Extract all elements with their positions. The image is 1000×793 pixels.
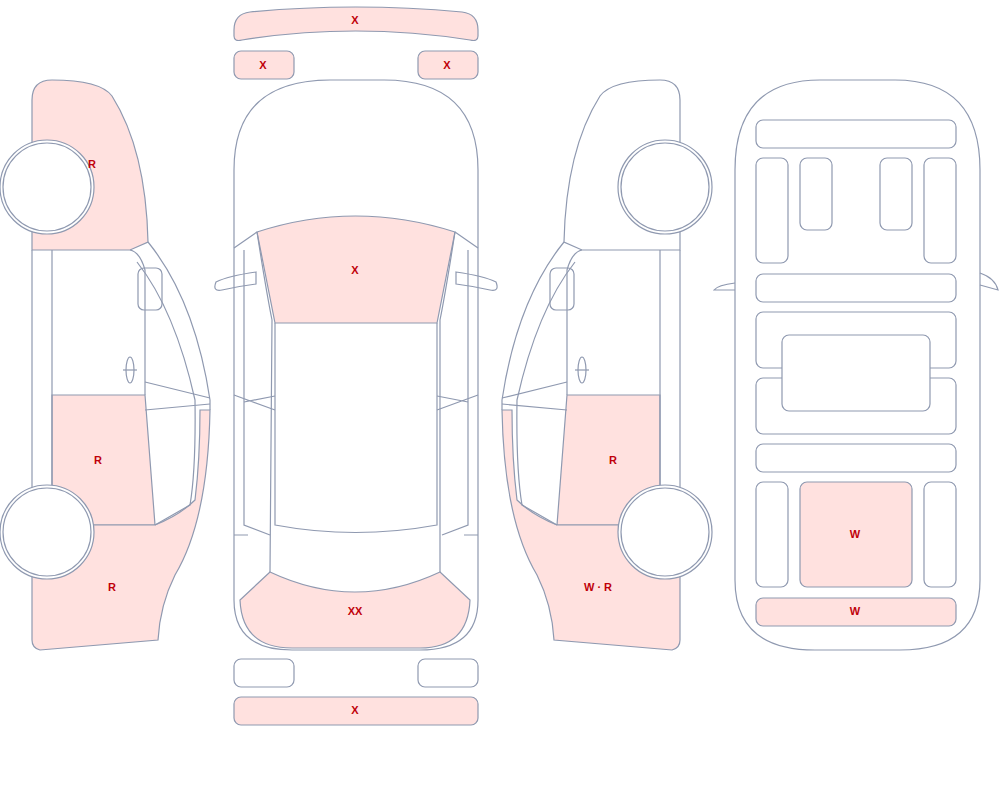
- top-view: [215, 7, 497, 725]
- damage-code: W: [850, 605, 860, 618]
- damage-code: X: [351, 264, 358, 277]
- damage-code: X: [351, 704, 358, 717]
- damage-code: X: [351, 14, 358, 27]
- damage-code: R: [94, 454, 102, 467]
- damage-code: W: [850, 528, 860, 541]
- damage-code: X: [443, 59, 450, 72]
- damage-code: W · R: [584, 581, 612, 594]
- damage-code: XX: [348, 605, 363, 618]
- underside-view: [714, 80, 998, 650]
- left-side-view: [0, 80, 210, 650]
- damage-code: X: [259, 59, 266, 72]
- right-side-view: [502, 80, 712, 650]
- damage-code: R: [88, 158, 96, 171]
- damage-code: R: [609, 454, 617, 467]
- damage-code: R: [108, 581, 116, 594]
